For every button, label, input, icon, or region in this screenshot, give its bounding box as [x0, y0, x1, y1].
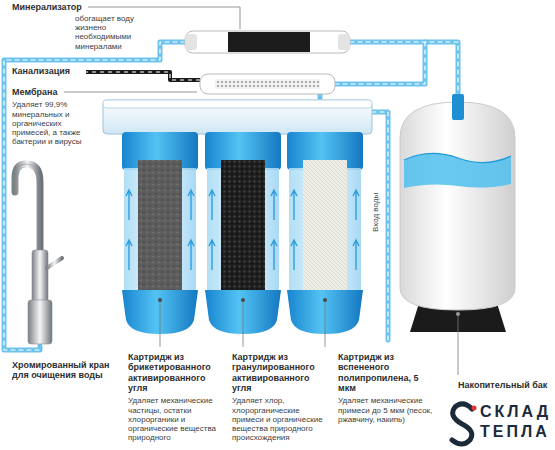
water-pipes: [4, 42, 458, 350]
logo-mark: [452, 404, 477, 444]
logo-text: СКЛАД: [480, 404, 551, 420]
part-heading: Картридж из вспененого полипропилена, 5 …: [338, 352, 438, 393]
part-heading: Накопительный бак: [458, 380, 552, 390]
filter-head: [103, 100, 372, 134]
part-heading: Минерализатор: [12, 2, 102, 12]
part-description: обогащает воду жизнено необходимыми мине…: [75, 14, 149, 51]
storage-tank: [400, 94, 515, 332]
part-description: Удаляет хлор, хлорорганические примеси и…: [232, 396, 330, 442]
leader-dots: [158, 298, 460, 316]
drain-line: [86, 72, 200, 80]
part-heading: Мембрана: [12, 87, 92, 97]
flow-label: Вход воды: [371, 193, 380, 232]
part-heading: Хромированный кран для очищения воды: [12, 360, 118, 381]
part-description: Удаляет механические примеси до 5 мкм (п…: [338, 396, 438, 424]
membrane: [200, 74, 335, 94]
part-heading: Канализация: [12, 66, 92, 76]
mineralizer: [185, 31, 350, 53]
chrome-faucet: [15, 164, 62, 344]
part-description: Удаляет механические частицы, остатки хл…: [128, 396, 226, 442]
part-description: Удаляет 99,9% минеральных и органических…: [12, 100, 100, 146]
leader-lines: [64, 7, 458, 375]
logo-text: ТЕПЛА: [480, 424, 550, 440]
part-heading: Картридж из гранулированного активирован…: [232, 352, 330, 393]
part-heading: Картридж из брикетированного активирован…: [128, 352, 226, 393]
